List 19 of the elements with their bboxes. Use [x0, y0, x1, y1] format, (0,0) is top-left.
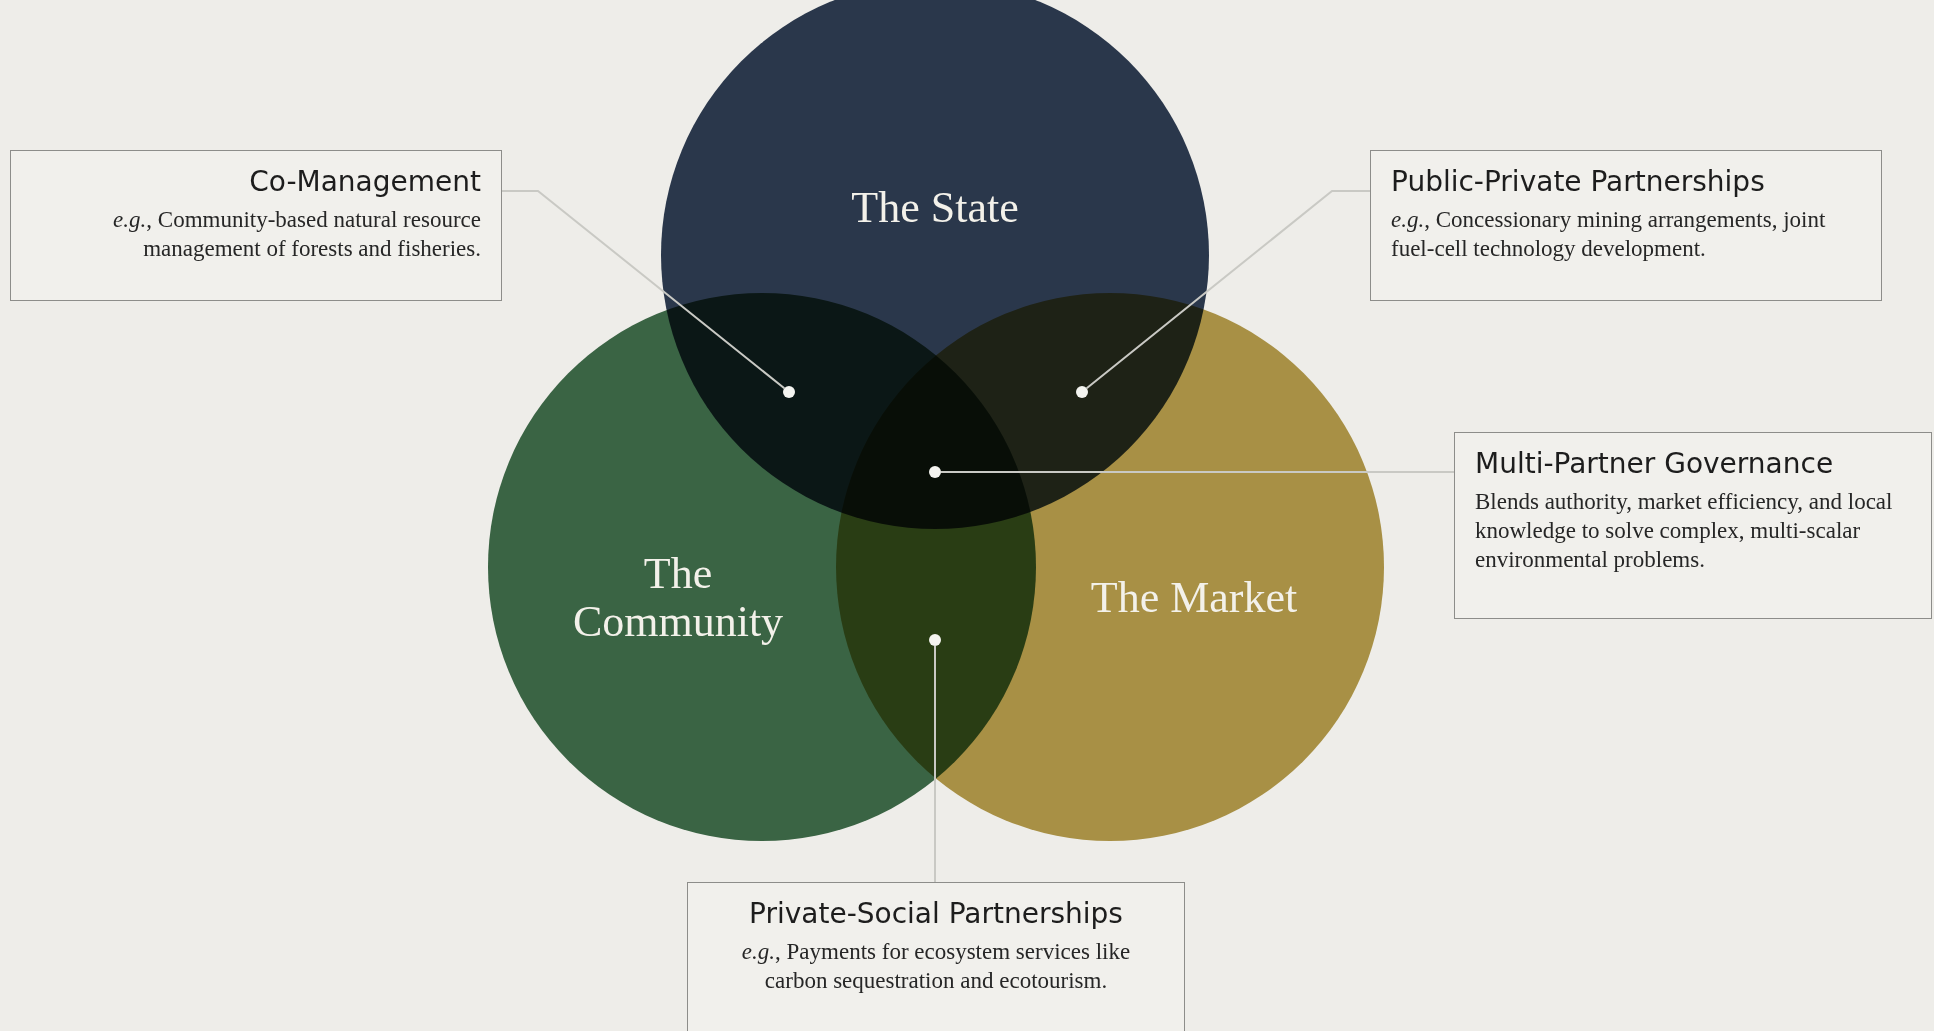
callout-description: e.g., Payments for ecosystem services like carbon sequestration and ecotourism.	[740, 938, 1132, 995]
callout-heading: Co-Management	[248, 165, 481, 198]
callout-card	[687, 882, 1185, 1031]
circle-label: The State	[850, 183, 1020, 233]
leader-line	[1085, 190, 1371, 390]
leader-line	[934, 645, 936, 883]
circle-label: The Community	[571, 549, 785, 647]
circle-label: The Market	[1089, 573, 1299, 623]
callout-card	[1370, 150, 1882, 301]
callout-heading: Multi-Partner Governance	[1475, 447, 1835, 480]
leader-line	[501, 190, 786, 390]
callout-card	[1454, 432, 1932, 619]
callout-heading: Private-Social Partnerships	[748, 897, 1124, 930]
callout-heading: Public-Private Partnerships	[1391, 165, 1766, 198]
callout-description: Blends authority, market efficiency, and local knowledge to solve complex, multi-scalar environmental problems.	[1475, 488, 1894, 574]
callout-card	[10, 150, 502, 301]
callout-description: e.g., Community-based natural resource management of forests and fisheries.	[112, 206, 481, 263]
callout-description: e.g., Concessionary mining arrangements, joint fuel-cell technology development.	[1391, 206, 1827, 263]
leader-line	[940, 471, 1455, 473]
